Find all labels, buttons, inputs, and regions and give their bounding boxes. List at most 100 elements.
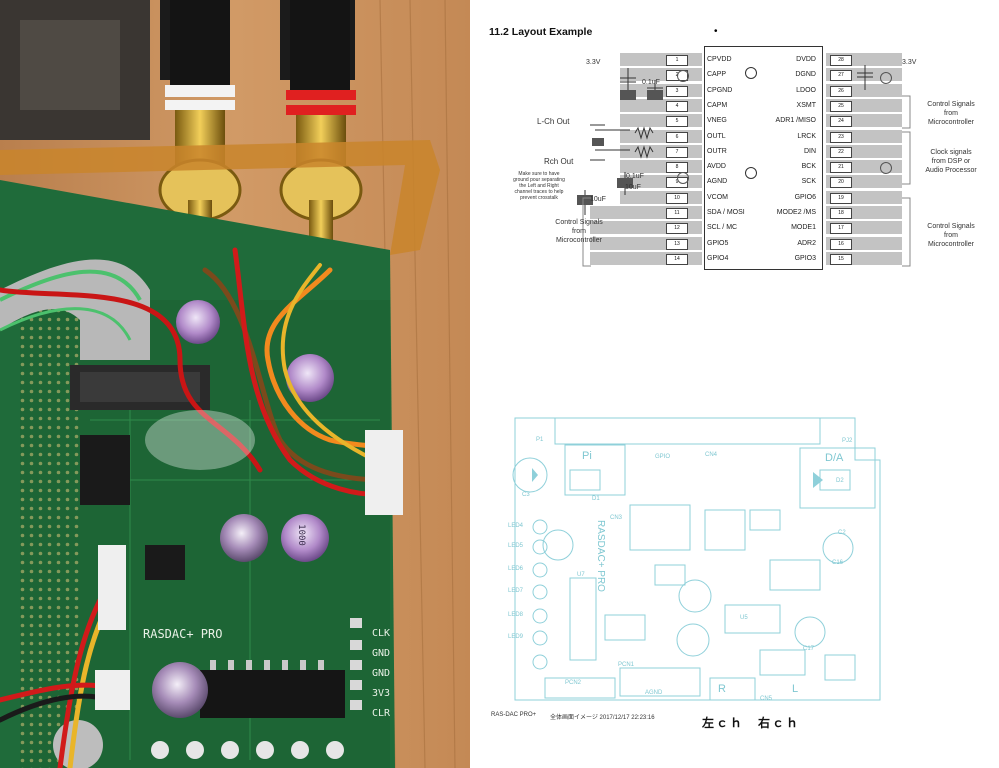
cap-label: 10uF [590, 196, 606, 203]
pin-number: 27 [830, 70, 852, 82]
pin-name: AGND [707, 178, 728, 186]
pin-name: GPIO6 [794, 193, 816, 201]
note-line: Control Signals [927, 101, 975, 108]
pin-number: 3 [666, 85, 688, 97]
pin-number: 24 [830, 116, 852, 128]
ground-note-line: Make sure to have [518, 171, 560, 177]
note-line: from [944, 110, 958, 117]
voltage-right: 3.3V [902, 59, 917, 66]
silkscreen-drawing [512, 417, 881, 701]
chip-circle [745, 167, 757, 179]
pin-number: 18 [830, 208, 852, 219]
note-line: Control Signals [555, 219, 603, 226]
board-pin-label: GND [372, 668, 391, 679]
pin-name: GPIO4 [707, 254, 729, 262]
pin-number: 13 [666, 238, 688, 250]
pin-name: ADR1 /MISO [775, 117, 816, 125]
section-title: 11.2 Layout Example [489, 26, 593, 38]
pin-number: 8 [666, 162, 688, 174]
pin-name: DVDD [796, 56, 816, 63]
ground-note-line: ground pour separating [513, 177, 565, 183]
connector [95, 670, 130, 710]
pin-name: DGND [795, 71, 816, 79]
silk-label: D2 [836, 478, 844, 484]
silk-label: D1 [592, 496, 600, 502]
via-circle [880, 162, 892, 174]
note-line: Control Signals [927, 223, 975, 230]
note-line: from [572, 228, 586, 235]
connector [365, 430, 403, 515]
silk-label: C17 [803, 646, 815, 652]
pin-name: DIN [803, 147, 816, 155]
silk-label: Pi [582, 450, 592, 462]
note-line: from DSP or [931, 158, 971, 165]
board-pin-labels: CLK GND GND 3V3 CLR [372, 624, 398, 724]
ic-chip-dip [200, 670, 345, 718]
pin-number: 16 [830, 238, 852, 250]
silk-label: C16 [832, 560, 844, 566]
board-label-product: RASDAC+ PRO [143, 627, 223, 641]
voltage-left: 3.3V [586, 59, 601, 66]
pin-number: 19 [830, 192, 852, 204]
control-signals-right-bottom: Control Signals from Microcontroller [913, 222, 989, 249]
ic-chip [80, 435, 130, 505]
pin-number: 23 [830, 131, 852, 143]
pin-number: 17 [830, 223, 852, 235]
capacitor [281, 514, 329, 562]
note-line: Microcontroller [928, 241, 974, 248]
cap-label: 0.1uF [642, 79, 660, 86]
pin-name: ADR2 [797, 239, 816, 247]
board-photo-drawing [0, 0, 470, 768]
pin-name: GPIO3 [794, 254, 816, 262]
pin-number: 14 [666, 253, 688, 265]
board-photo: RASDAC+ PRO CLK GND GND 3V3 CLR 1000 [0, 0, 470, 768]
note-line: from [944, 232, 958, 239]
silk-label: PJ2 [842, 438, 853, 444]
via-circle [677, 172, 689, 184]
silk-label: U7 [577, 572, 585, 578]
pin-name: OUTR [707, 147, 727, 155]
pin-name: LRCK [797, 132, 816, 140]
silk-label: C3 [522, 492, 530, 498]
silk-label: PCN2 [565, 680, 582, 686]
layout-caption-mid: 全体画面イメージ 2017/12/17 22:23:16 [550, 715, 655, 721]
lch-out-label: L-Ch Out [537, 117, 570, 126]
pin-number: 20 [830, 177, 852, 189]
silk-label-product: RASDAC+ PRO [595, 520, 606, 592]
pin-number: 11 [666, 208, 688, 219]
pin-name: VNEG [707, 117, 727, 125]
pin-name: LDOO [796, 86, 816, 94]
ground-note-line: the Left and Right [519, 183, 559, 189]
via-circle [880, 72, 892, 84]
note-line: Clock signals [930, 149, 972, 156]
layout-caption-left: RAS-DAC PRO+ [491, 712, 537, 718]
pin-name: CAPM [707, 101, 728, 109]
rca-jack-right [279, 0, 363, 260]
silk-label: LED8 [508, 612, 524, 618]
ic-chip [145, 545, 185, 580]
pin-number: 28 [830, 55, 852, 66]
capacitor [152, 662, 208, 718]
silkscreen-layout: P1 PJ2 Pi D/A C3 GPIO RASDAC+ PRO U7 U5 … [470, 400, 999, 768]
pin-name: CAPP [707, 71, 727, 79]
pin-number: 26 [830, 85, 852, 97]
silk-label: LED6 [508, 566, 524, 572]
pin-number: 21 [830, 162, 852, 174]
board-pin-label: 3V3 [372, 688, 391, 699]
silk-label: CN5 [760, 696, 773, 702]
silk-label: D/A [825, 452, 844, 464]
control-signals-left: Control Signals from Microcontroller [542, 218, 616, 245]
silk-label: L [792, 683, 799, 695]
silk-label: CN4 [705, 452, 718, 458]
silk-label: U5 [740, 615, 748, 621]
silk-label: PCN1 [618, 662, 635, 668]
capacitor [176, 300, 220, 344]
pin-name: SDA / MOSI [707, 209, 745, 216]
pin-name: SCK [801, 178, 816, 186]
pin-number: 1 [666, 55, 688, 66]
silk-label: GPIO [655, 454, 671, 460]
pin-number: 22 [830, 146, 852, 158]
board-pin-label: CLK [372, 628, 391, 639]
